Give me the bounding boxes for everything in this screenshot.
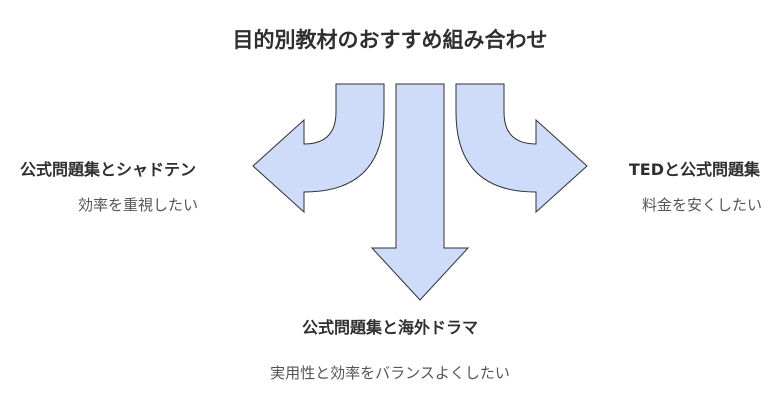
left-option-description: 効率を重視したい (78, 196, 199, 214)
bottom-option-title: 公式問題集と海外ドラマ (301, 318, 478, 337)
right-option-description: 料金を安くしたい (641, 196, 762, 214)
left-arrow (252, 83, 385, 214)
diagram-title: 目的別教材のおすすめ組み合わせ (232, 28, 548, 52)
right-option-title: TEDと公式問題集 (628, 160, 760, 179)
center-arrow (370, 83, 470, 301)
bottom-option-description: 実用性と効率をバランスよくしたい (270, 364, 510, 382)
right-arrow (455, 83, 588, 214)
left-option-title: 公式問題集とシャドテン (20, 160, 197, 179)
